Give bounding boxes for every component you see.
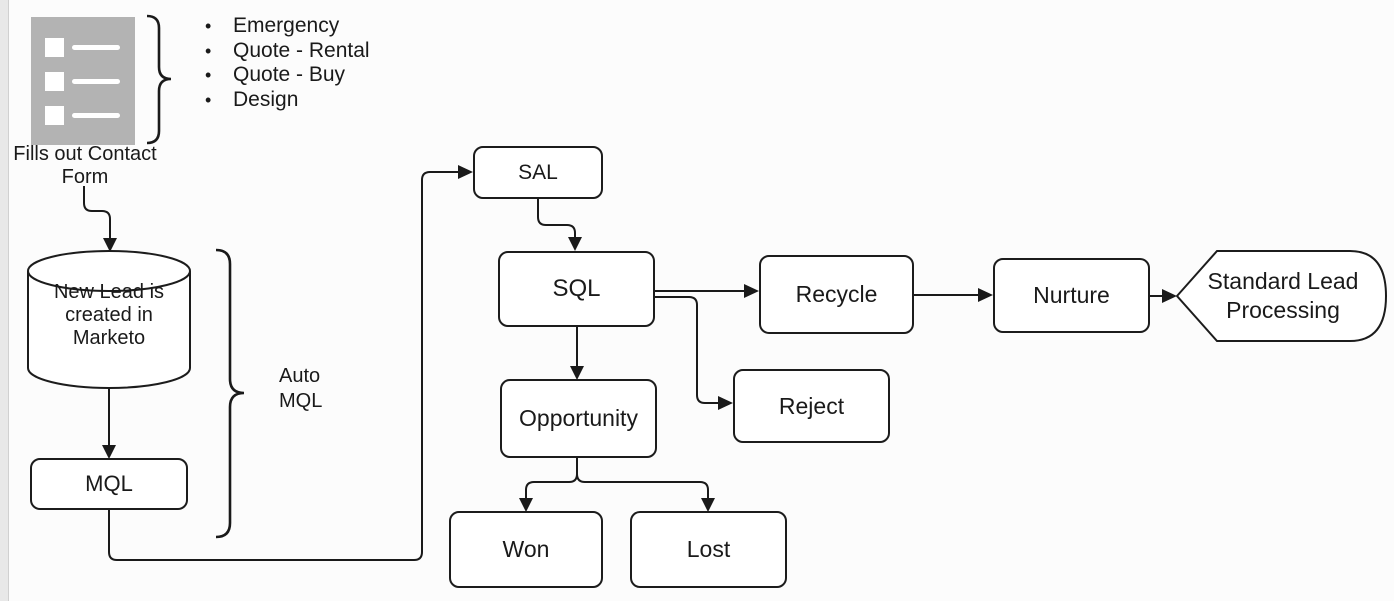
node-standard-lead-processing-shape[interactable] [1175, 250, 1388, 342]
contact-form-caption: Fills out Contact Form [13, 143, 157, 188]
list-item: Design [199, 88, 370, 113]
connector-opportunity-to-lost [576, 458, 709, 499]
node-recycle[interactable]: Recycle [759, 255, 914, 334]
left-gutter [0, 0, 9, 601]
node-lost[interactable]: Lost [630, 511, 787, 588]
node-opportunity[interactable]: Opportunity [500, 379, 657, 458]
connector-sql-to-reject [655, 296, 719, 404]
node-nurture[interactable]: Nurture [993, 258, 1150, 333]
auto-mql-annotation: Auto MQL [279, 365, 323, 412]
list-item: Quote - Rental [199, 39, 370, 64]
checklist-document-icon [31, 17, 135, 145]
node-sql[interactable]: SQL [498, 251, 655, 327]
arrowheads [102, 165, 1177, 512]
form-options-list: Emergency Quote - Rental Quote - Buy Des… [199, 14, 370, 112]
node-sal[interactable]: SAL [473, 146, 603, 199]
connector-opportunity-to-won [525, 458, 578, 499]
node-new-lead-cylinder[interactable] [27, 250, 191, 389]
connector-form-to-newlead [83, 186, 111, 238]
node-reject[interactable]: Reject [733, 369, 890, 443]
node-won[interactable]: Won [449, 511, 603, 588]
list-item: Quote - Buy [199, 63, 370, 88]
node-new-lead-label: New Lead is created in Marketo [53, 281, 165, 349]
curly-brace-auto-mql [215, 248, 245, 539]
list-item: Emergency [199, 14, 370, 39]
connector-mql-to-sal [108, 171, 459, 561]
node-standard-lead-processing-label: Standard Lead Processing [1207, 268, 1359, 323]
connector-sal-to-sql [537, 199, 576, 238]
curly-brace-form-options [146, 14, 172, 145]
node-mql[interactable]: MQL [30, 458, 188, 510]
